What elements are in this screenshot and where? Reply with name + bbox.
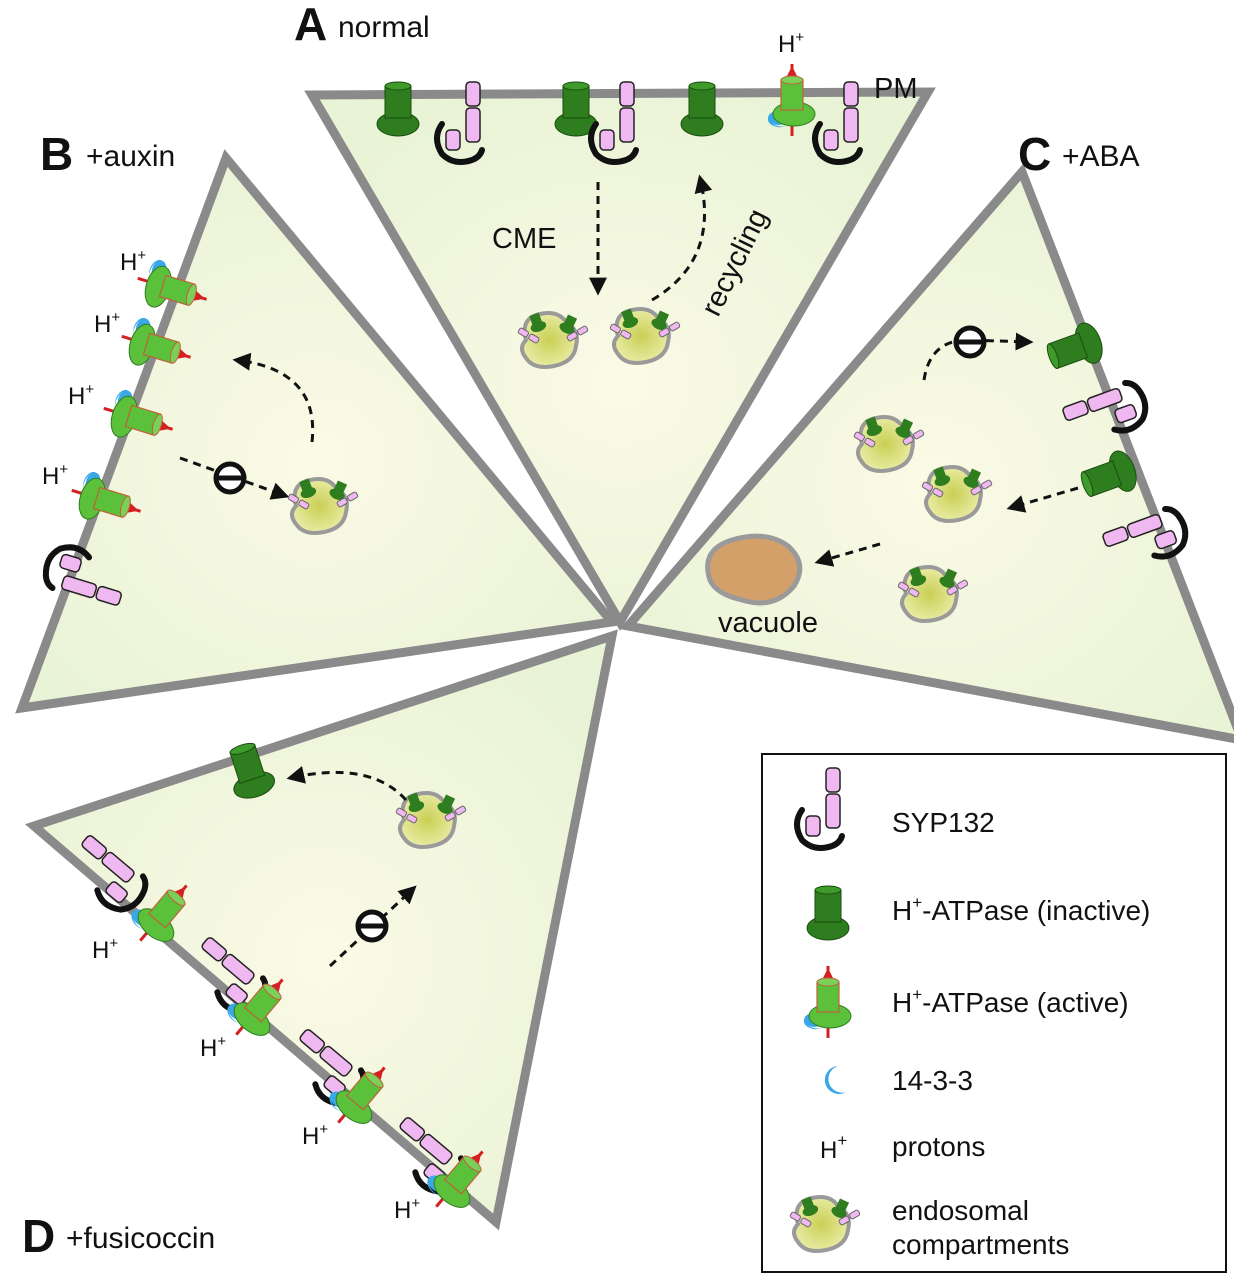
legend-label-syp132: SYP132 <box>892 807 995 838</box>
recycling-arrow <box>651 174 713 302</box>
legend-label-atpase-active: H+-ATPase (active) <box>892 985 1129 1018</box>
proton-label: H+ <box>120 247 146 276</box>
legend-label-protons: protons <box>892 1131 985 1162</box>
cme-label: CME <box>492 223 556 255</box>
legend-label-compartments: compartments <box>892 1229 1069 1260</box>
panel-a-letter: A <box>294 0 327 50</box>
proton-label: H+ <box>394 1195 420 1224</box>
block-icon <box>216 464 244 492</box>
proton-label: H+ <box>92 935 118 964</box>
proton-label: H+ <box>68 381 94 410</box>
panel-c: vacuole C +ABA <box>619 128 1234 744</box>
panel-d-letter: D <box>22 1210 55 1262</box>
protein-14-3-3-icon <box>824 1066 846 1094</box>
proton-label: H+ <box>302 1121 328 1150</box>
block-icon <box>358 912 386 940</box>
legend-label-endosomal: endosomal <box>892 1195 1029 1226</box>
panel-b-letter: B <box>40 128 73 180</box>
panel-c-letter: C <box>1018 128 1051 180</box>
legend: SYP132 H+-ATPase (inactive) H+-ATPase (a… <box>761 753 1227 1273</box>
vacuole-label: vacuole <box>718 607 818 639</box>
proton-label: H+ <box>778 29 804 58</box>
vacuole-arrow <box>814 542 881 567</box>
panel-d: H+ H+ H+ H+ D +fusicoccin <box>22 629 618 1262</box>
legend-label-14-3-3: 14-3-3 <box>892 1065 973 1096</box>
panel-a: H+ PM CME recycling A normal <box>294 0 936 631</box>
endocytosis-arrow <box>1006 486 1079 513</box>
proton-label: H+ <box>94 309 120 338</box>
proton-label: H+ <box>200 1033 226 1062</box>
recycling-arrow <box>232 352 315 443</box>
block-icon <box>956 328 984 356</box>
panel-d-condition: +fusicoccin <box>66 1222 215 1255</box>
proton-icon: H+ <box>820 1131 847 1164</box>
proton-label: H+ <box>42 461 68 490</box>
panel-c-condition: +ABA <box>1062 140 1140 173</box>
panel-b-condition: +auxin <box>86 140 175 173</box>
panel-b: H+ H+ H+ H+ B +auxin <box>15 128 621 714</box>
panel-a-condition: normal <box>338 11 430 44</box>
vacuole-icon <box>705 533 803 606</box>
pm-label: PM <box>874 73 918 105</box>
legend-label-atpase-inactive: H+-ATPase (inactive) <box>892 893 1150 926</box>
